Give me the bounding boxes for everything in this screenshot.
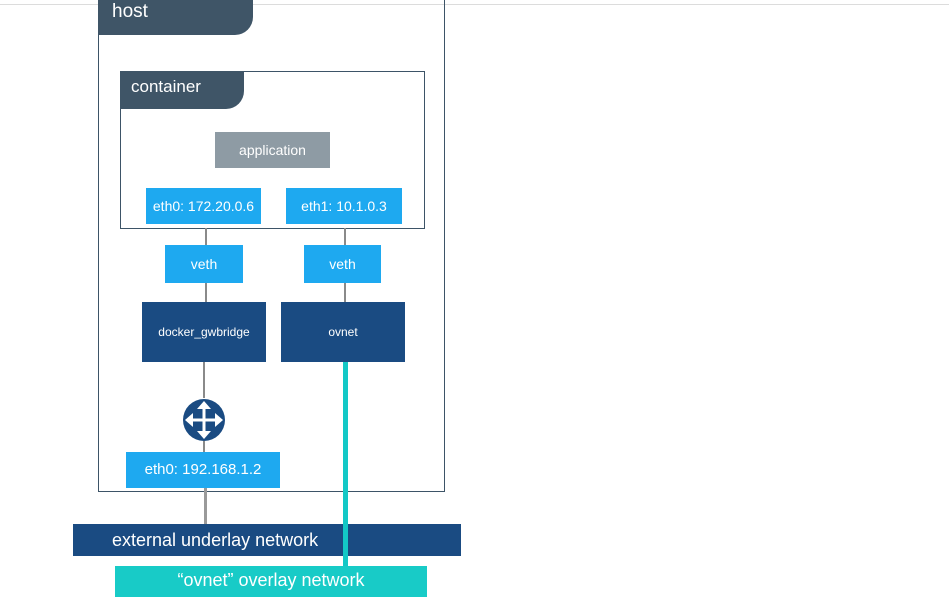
link-gwbridge-router bbox=[203, 362, 205, 398]
ovnet-box: ovnet bbox=[281, 302, 405, 362]
link-eth0-underlay bbox=[204, 488, 207, 524]
host-boundary bbox=[98, 0, 445, 492]
veth-right: veth bbox=[304, 245, 381, 283]
docker-gwbridge-box: docker_gwbridge bbox=[142, 302, 266, 362]
host-label: host bbox=[98, 0, 253, 35]
container-label: container bbox=[120, 71, 244, 109]
veth-left: veth bbox=[165, 245, 243, 283]
overlay-link-line bbox=[343, 362, 348, 566]
link-router-eth0 bbox=[203, 441, 205, 452]
top-divider bbox=[0, 4, 949, 5]
application-box: application bbox=[215, 132, 330, 168]
container-boundary bbox=[120, 71, 425, 229]
link-eth0-veth bbox=[205, 228, 207, 245]
link-eth1-veth bbox=[344, 228, 346, 245]
ovnet-overlay-network-bar: “ovnet” overlay network bbox=[115, 566, 427, 597]
container-eth1: eth1: 10.1.0.3 bbox=[286, 188, 402, 224]
router-icon bbox=[183, 399, 225, 441]
external-underlay-network-bar: external underlay network bbox=[73, 524, 461, 556]
host-eth0: eth0: 192.168.1.2 bbox=[126, 452, 280, 488]
container-eth0: eth0: 172.20.0.6 bbox=[146, 188, 261, 224]
link-veth-gwbridge bbox=[205, 283, 207, 302]
link-veth-ovnet bbox=[344, 283, 346, 302]
